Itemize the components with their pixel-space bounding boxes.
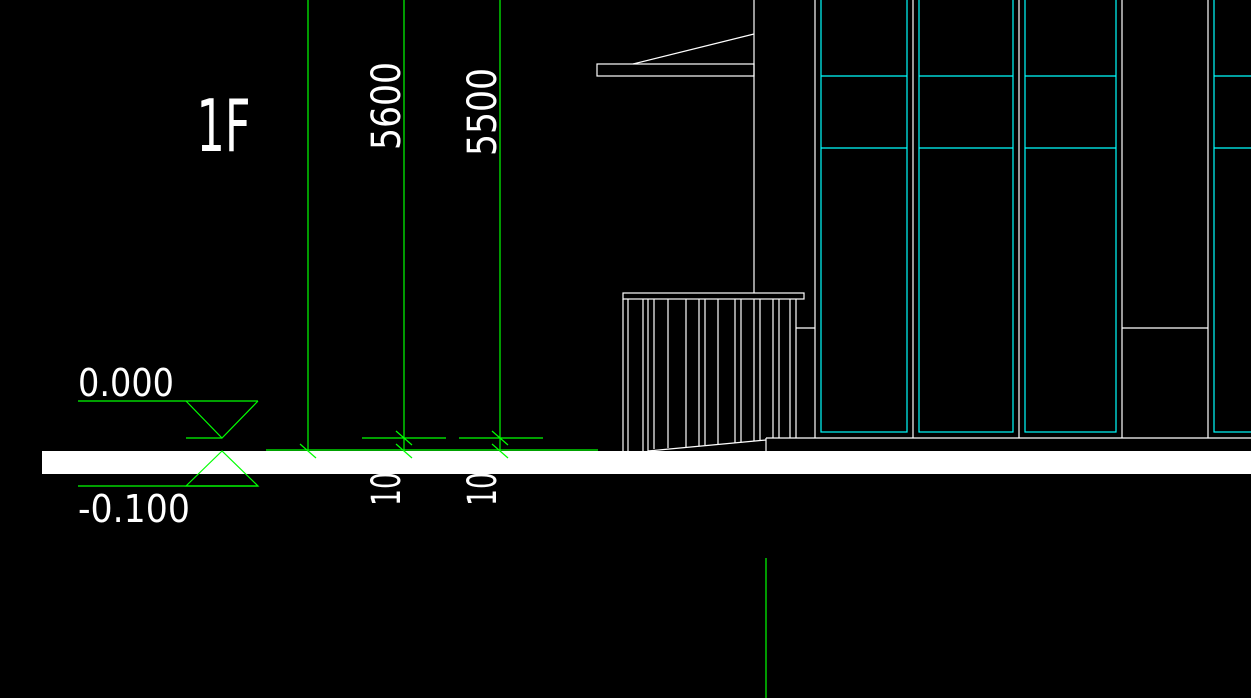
glazing-panel-3 (1024, 0, 1117, 433)
ground-slab (42, 451, 1251, 474)
building-outline (647, 0, 1251, 452)
ramp-line (647, 439, 767, 452)
floor-label: 1F (197, 85, 251, 169)
elevation-triangle-upper (185, 400, 259, 439)
canopy (596, 33, 755, 77)
elevation-label-upper: 0.000 (78, 361, 174, 405)
dimension-tick (299, 443, 317, 459)
dimension-text-5600: 5600 (364, 62, 410, 150)
glazing-panel-1 (820, 0, 908, 433)
elevation-markers (78, 400, 260, 487)
small-dimension-text-1: 10 (364, 472, 410, 506)
dimension-text-5500: 5500 (460, 68, 506, 156)
railing (622, 292, 805, 451)
dimension-tick (491, 443, 509, 459)
glazing-panel-4 (1213, 0, 1251, 433)
dimension-lines (266, 0, 767, 698)
canopy-slab (596, 63, 755, 77)
glazing-panel-2 (918, 0, 1014, 433)
canopy-strut (632, 33, 755, 65)
small-dimension-text-2: 10 (460, 472, 506, 506)
elevation-label-lower: -0.100 (78, 487, 190, 531)
glazing (820, 0, 1251, 433)
railing-top (622, 292, 805, 300)
dimension-tick (395, 443, 413, 459)
